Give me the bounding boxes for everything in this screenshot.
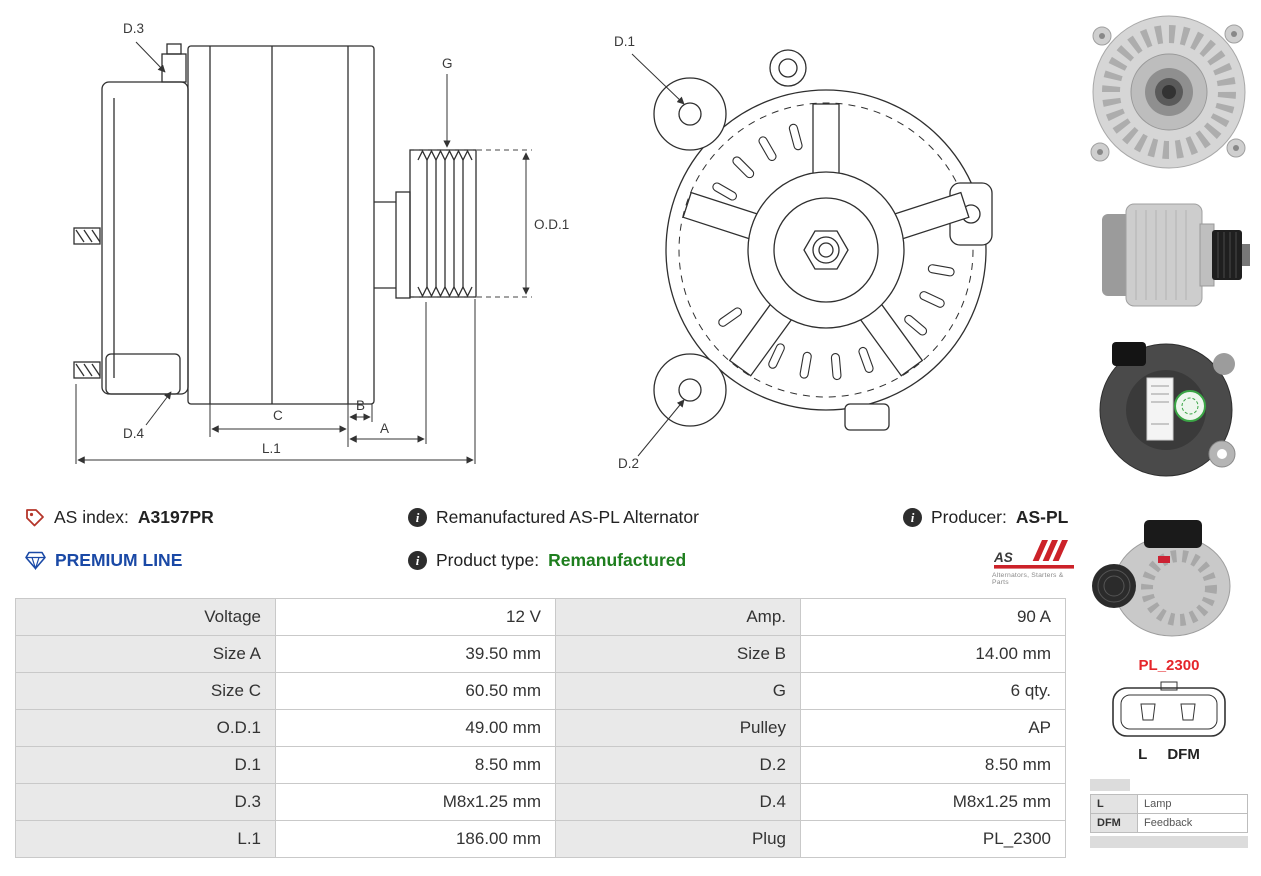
spec-value: M8x1.25 mm bbox=[275, 783, 556, 821]
as-logo-mark: AS bbox=[994, 540, 1074, 569]
spec-value: 186.00 mm bbox=[275, 820, 556, 858]
front-view-drawing: D.1 D.2 bbox=[614, 34, 993, 471]
producer-label: Producer: bbox=[931, 507, 1007, 527]
dim-label-d2: D.2 bbox=[618, 456, 639, 471]
spec-value: AP bbox=[800, 709, 1066, 747]
alternator-photo-side bbox=[1084, 184, 1254, 324]
spec-label: G bbox=[555, 672, 801, 710]
table-row: O.D.1 49.00 mm Pulley AP bbox=[15, 709, 1066, 747]
product-title-row: i Remanufactured AS-PL Alternator bbox=[408, 507, 699, 528]
legend-desc: Feedback bbox=[1137, 813, 1248, 833]
spec-value: 14.00 mm bbox=[800, 635, 1066, 673]
spec-value: 90 A bbox=[800, 598, 1066, 636]
plug-pin-l: L bbox=[1138, 746, 1148, 763]
spec-value: 39.50 mm bbox=[275, 635, 556, 673]
spec-value: 8.50 mm bbox=[800, 746, 1066, 784]
producer-value: AS-PL bbox=[1015, 507, 1069, 527]
spec-label: O.D.1 bbox=[15, 709, 276, 747]
alternator-photo-front bbox=[1084, 6, 1254, 178]
spec-label: Voltage bbox=[15, 598, 276, 636]
table-row: Voltage 12 V Amp. 90 A bbox=[15, 598, 1066, 636]
spec-label: D.3 bbox=[15, 783, 276, 821]
as-logo-text: AS bbox=[994, 550, 1013, 565]
spec-label: Size C bbox=[15, 672, 276, 710]
plug-pin-labels: L DFM bbox=[1138, 746, 1200, 763]
spec-value: 12 V bbox=[275, 598, 556, 636]
plug-connector-drawing bbox=[1112, 681, 1226, 737]
product-type-row: i Product type: Remanufactured bbox=[408, 550, 686, 571]
diamond-icon bbox=[25, 551, 46, 570]
plug-code-label: PL_2300 bbox=[1138, 657, 1200, 674]
tag-icon bbox=[26, 508, 44, 526]
product-title: Remanufactured AS-PL Alternator bbox=[436, 507, 699, 527]
premium-line-row: PREMIUM LINE bbox=[25, 550, 182, 571]
spec-value: PL_2300 bbox=[800, 820, 1066, 858]
legend-row: L Lamp bbox=[1090, 794, 1248, 814]
info-icon: i bbox=[903, 508, 922, 527]
spec-value: 49.00 mm bbox=[275, 709, 556, 747]
as-index-value: A3197PR bbox=[137, 507, 214, 527]
legend-key: DFM bbox=[1090, 813, 1138, 833]
dim-label-a: A bbox=[380, 421, 389, 436]
spec-value: M8x1.25 mm bbox=[800, 783, 1066, 821]
product-type-label: Product type: bbox=[436, 550, 540, 570]
alternator-photo-angled bbox=[1084, 514, 1254, 644]
dim-label-g: G bbox=[442, 56, 453, 71]
spec-value: 60.50 mm bbox=[275, 672, 556, 710]
spec-value: 8.50 mm bbox=[275, 746, 556, 784]
dim-label-l1: L.1 bbox=[262, 441, 281, 456]
legend-desc: Lamp bbox=[1137, 794, 1248, 814]
as-index-row: AS index: A3197PR bbox=[25, 507, 214, 528]
spec-label: L.1 bbox=[15, 820, 276, 858]
legend-row: DFM Feedback bbox=[1090, 813, 1248, 833]
table-row: Size A 39.50 mm Size B 14.00 mm bbox=[15, 635, 1066, 673]
spec-label: Plug bbox=[555, 820, 801, 858]
info-icon: i bbox=[408, 551, 427, 570]
producer-row: i Producer: AS-PL bbox=[903, 507, 1068, 528]
dim-label-d3: D.3 bbox=[123, 21, 144, 36]
product-media-column: PL_2300 L DFM L Lamp DFM bbox=[1080, 6, 1258, 848]
table-row: D.3 M8x1.25 mm D.4 M8x1.25 mm bbox=[15, 783, 1066, 821]
dim-label-od1: O.D.1 bbox=[534, 217, 569, 232]
legend-spacer-top bbox=[1090, 779, 1130, 791]
as-index-label: AS index: bbox=[54, 507, 129, 527]
brand-logo: AS Alternators, Starters & Parts bbox=[992, 536, 1078, 586]
spec-value: 6 qty. bbox=[800, 672, 1066, 710]
legend-spacer-bottom bbox=[1090, 836, 1248, 848]
product-type-value: Remanufactured bbox=[548, 550, 687, 570]
dim-label-b: B bbox=[356, 398, 365, 413]
spec-label: Size B bbox=[555, 635, 801, 673]
spec-label: D.4 bbox=[555, 783, 801, 821]
table-row: Size C 60.50 mm G 6 qty. bbox=[15, 672, 1066, 710]
table-row: D.1 8.50 mm D.2 8.50 mm bbox=[15, 746, 1066, 784]
spec-label: Size A bbox=[15, 635, 276, 673]
spec-label: Amp. bbox=[555, 598, 801, 636]
premium-line-label: PREMIUM LINE bbox=[55, 550, 183, 570]
info-icon: i bbox=[408, 508, 427, 527]
plug-pin-dfm: DFM bbox=[1167, 746, 1200, 763]
dim-label-d1: D.1 bbox=[614, 34, 635, 49]
spec-label: D.1 bbox=[15, 746, 276, 784]
spec-label: Pulley bbox=[555, 709, 801, 747]
plug-legend: L Lamp DFM Feedback bbox=[1090, 779, 1248, 848]
spec-label: D.2 bbox=[555, 746, 801, 784]
dim-label-d4: D.4 bbox=[123, 426, 145, 441]
dim-label-c: C bbox=[273, 408, 283, 423]
side-view-drawing: D.3 G O.D.1 D.4 C B A L.1 bbox=[73, 21, 569, 464]
spec-table: Voltage 12 V Amp. 90 A Size A 39.50 mm S… bbox=[15, 598, 1066, 858]
legend-key: L bbox=[1090, 794, 1138, 814]
table-row: L.1 186.00 mm Plug PL_2300 bbox=[15, 820, 1066, 858]
alternator-photo-rear bbox=[1084, 334, 1254, 484]
brand-tagline: Alternators, Starters & Parts bbox=[992, 572, 1064, 586]
